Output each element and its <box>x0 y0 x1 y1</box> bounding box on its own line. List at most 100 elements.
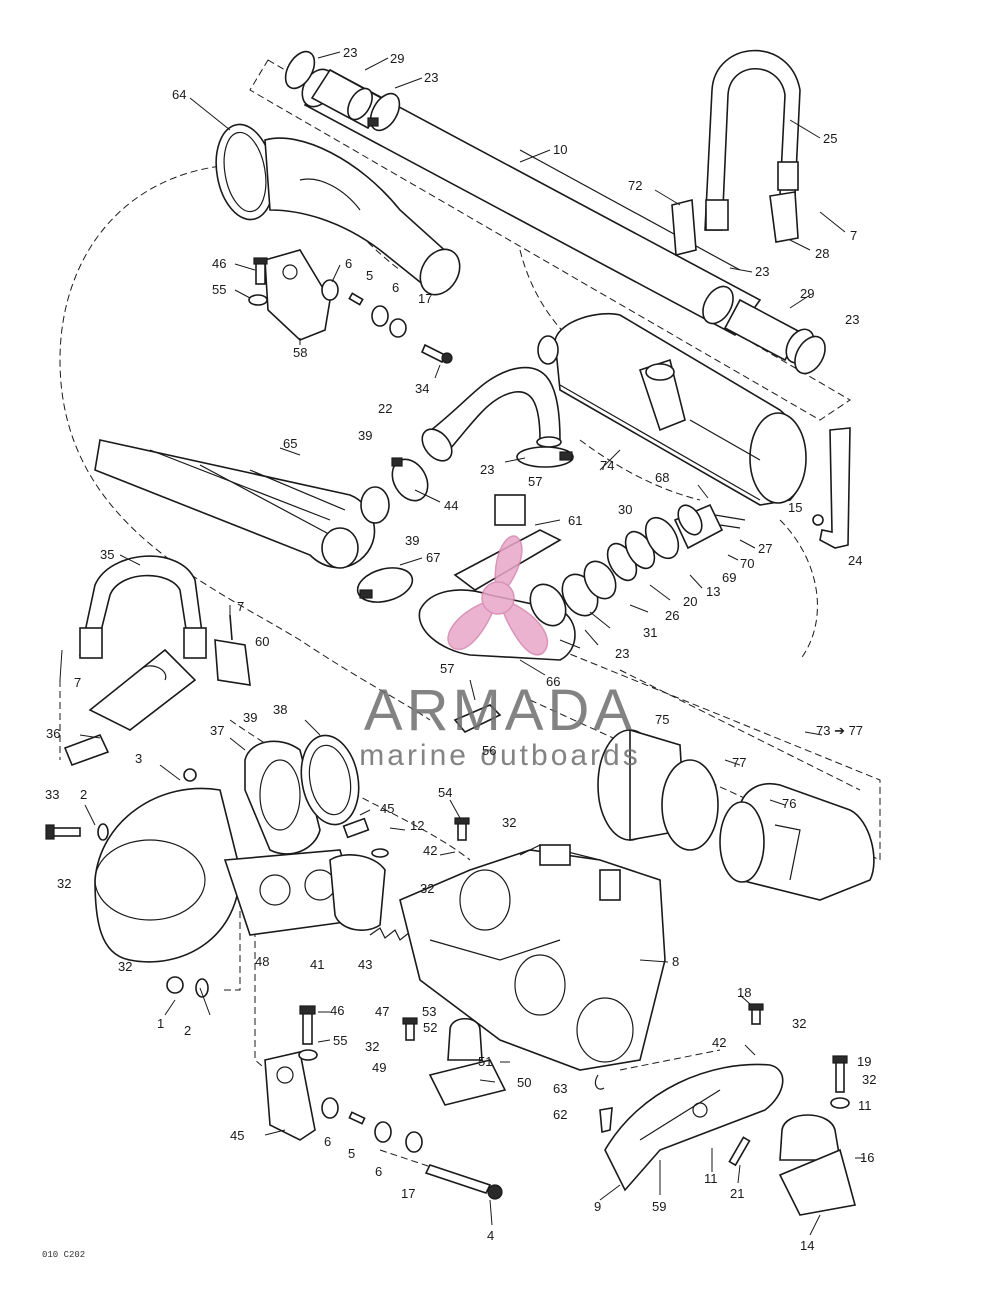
callout: 3 <box>135 751 142 766</box>
bolt-47 <box>402 1017 418 1041</box>
callout: 66 <box>546 674 560 689</box>
bolt-15 <box>812 514 824 526</box>
callout: 53 <box>422 1004 436 1019</box>
callout: 39 <box>358 428 372 443</box>
callout: 8 <box>672 954 679 969</box>
callout: 29 <box>800 286 814 301</box>
bracket-9 <box>604 1063 784 1192</box>
callout: 56 <box>482 743 496 758</box>
engine-block-8 <box>399 844 666 1071</box>
callout: 9 <box>594 1199 601 1214</box>
clamp-23-right <box>702 285 826 375</box>
callout: 65 <box>283 436 297 451</box>
callout: 18 <box>737 985 751 1000</box>
hose-22 <box>421 366 562 462</box>
callout: 2 <box>184 1023 191 1038</box>
flywheel-cover-3 <box>94 768 241 963</box>
callout: 7 <box>74 675 81 690</box>
bracket-28 <box>769 191 799 243</box>
washer-11 <box>830 1097 850 1109</box>
callout: 75 <box>655 712 669 727</box>
callout: 33 <box>45 787 59 802</box>
callout: 25 <box>823 131 837 146</box>
callout: 46 <box>212 256 226 271</box>
callout-leaders <box>59 51 865 1236</box>
callout-labels: 23 29 23 64 10 25 72 7 28 46 55 6 5 6 17… <box>45 45 876 1253</box>
engine-mount-51 <box>428 1017 507 1106</box>
gasket-41 <box>329 854 386 931</box>
clamp-67 <box>356 567 414 603</box>
callout: 48 <box>255 954 269 969</box>
hose-70 <box>673 503 724 550</box>
callout: 32 <box>502 815 516 830</box>
callout: 62 <box>553 1107 567 1122</box>
bracket-36 <box>63 733 110 767</box>
clip-27 <box>714 514 746 529</box>
callout: 7 <box>850 228 857 243</box>
strap-35 <box>79 555 207 659</box>
spacer-45-top <box>342 817 370 839</box>
callout: 57 <box>440 661 454 676</box>
bolt-33 <box>45 824 81 840</box>
callout: 68 <box>655 470 669 485</box>
engine-mount-16 <box>778 1114 857 1216</box>
callout: 69 <box>722 570 736 585</box>
clamp-23-center <box>516 446 574 468</box>
callout: 23 <box>755 264 769 279</box>
callout: 42 <box>712 1035 726 1050</box>
callout: 6 <box>375 1164 382 1179</box>
callout: 4 <box>487 1228 494 1243</box>
bolt-18 <box>748 1003 764 1025</box>
callout: 23 <box>480 462 494 477</box>
callout: 32 <box>118 959 132 974</box>
callout: 15 <box>788 500 802 515</box>
callout: 50 <box>517 1075 531 1090</box>
bolt-46-lower <box>299 1005 316 1045</box>
callout: 44 <box>444 498 458 513</box>
tuned-pipe-65 <box>94 439 390 569</box>
watermark-brand: ARMADA <box>364 678 636 743</box>
callout: 6 <box>345 256 352 271</box>
callout: 26 <box>665 608 679 623</box>
callout: 32 <box>57 876 71 891</box>
bolt-54 <box>454 817 470 841</box>
muffler-74 <box>537 312 807 506</box>
callout: 34 <box>415 381 429 396</box>
callout: 5 <box>348 1146 355 1161</box>
washer-55-top <box>248 294 268 306</box>
callout: 11 <box>858 1098 872 1113</box>
watermark-tagline: marine outboards <box>359 739 640 772</box>
hose-29-top <box>310 68 387 130</box>
callout: 63 <box>553 1081 567 1096</box>
callout: 6 <box>324 1134 331 1149</box>
range-label: 73 ➔ 77 <box>816 723 863 738</box>
clamp-77 <box>661 759 719 851</box>
gasket-38 <box>300 734 360 826</box>
bolt-21 <box>728 1136 751 1167</box>
plate-56 <box>453 704 502 733</box>
callout: 70 <box>740 556 754 571</box>
callout: 23 <box>615 646 629 661</box>
clamp-44 <box>391 457 429 502</box>
callout: 49 <box>372 1060 386 1075</box>
callout: 32 <box>862 1072 876 1087</box>
callout: 59 <box>652 1199 666 1214</box>
bracket-58 <box>264 249 331 341</box>
rings-20-13-69 <box>606 516 680 582</box>
callout: 30 <box>618 502 632 517</box>
callout: 37 <box>210 723 224 738</box>
callout: 6 <box>392 280 399 295</box>
callout: 2 <box>80 787 87 802</box>
callout: 39 <box>243 710 257 725</box>
bracket-72 <box>671 198 697 257</box>
callout: 23 <box>343 45 357 60</box>
callout: 14 <box>800 1238 814 1253</box>
washer-2-lower <box>195 978 209 998</box>
callout: 11 <box>704 1171 718 1186</box>
washer-55-lower <box>298 1049 318 1061</box>
callout: 24 <box>848 553 862 568</box>
coupler-31-26 <box>561 560 617 617</box>
callout: 38 <box>273 702 287 717</box>
callout: 32 <box>792 1016 806 1031</box>
